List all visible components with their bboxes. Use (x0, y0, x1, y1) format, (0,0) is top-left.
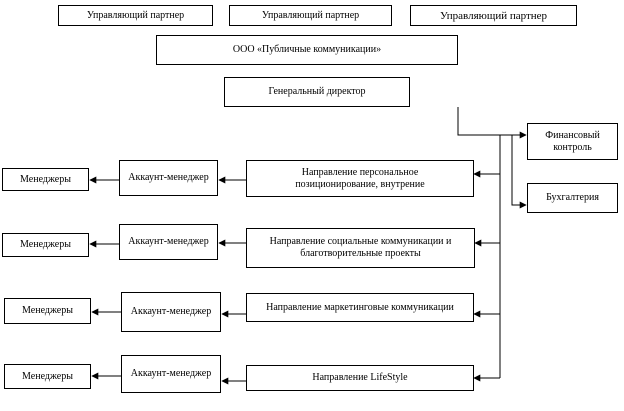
managers-2-label: Менеджеры (20, 239, 71, 250)
account-manager-1-box: Аккаунт-менеджер (119, 160, 218, 196)
account-manager-1-label: Аккаунт-менеджер (128, 172, 209, 183)
direction-marketing-label: Направление маркетинговые коммуникации (266, 301, 454, 313)
accounting-box: Бухгалтерия (527, 183, 618, 213)
company-label: ООО «Публичные коммуникации» (232, 44, 382, 55)
managers-3-label: Менеджеры (22, 305, 73, 316)
direction-social-label: Направление социальные коммуникации и бл… (269, 236, 452, 259)
link-finance-accounting (511, 135, 527, 209)
account-manager-3-box: Аккаунт-менеджер (121, 292, 221, 332)
account-manager-2-label: Аккаунт-менеджер (128, 236, 209, 247)
managing-partner-1-label: Управляющий партнер (86, 9, 185, 21)
general-director-box: Генеральный директор (224, 77, 410, 107)
direction-personal-label: Направление персональное позиционировани… (295, 166, 425, 190)
managers-1-box: Менеджеры (2, 168, 89, 191)
managers-4-label: Менеджеры (22, 370, 73, 382)
link-director-finance (457, 107, 527, 139)
managing-partner-3: Управляющий партнер (410, 5, 577, 26)
managing-partner-1: Управляющий партнер (58, 5, 213, 26)
direction-personal-box: Направление персональное позиционировани… (246, 160, 474, 197)
financial-control-box: Финансовый контроль (527, 123, 618, 160)
account-manager-4-box: Аккаунт-менеджер (121, 355, 221, 393)
financial-control-label: Финансовый контроль (545, 129, 600, 153)
general-director-label: Генеральный директор (268, 86, 366, 97)
managers-1-label: Менеджеры (20, 173, 71, 185)
account-manager-4-label: Аккаунт-менеджер (130, 368, 212, 379)
accounting-label: Бухгалтерия (546, 192, 599, 203)
direction-marketing-box: Направление маркетинговые коммуникации (246, 293, 474, 322)
managers-4-box: Менеджеры (4, 364, 91, 389)
company-box: ООО «Публичные коммуникации» (156, 35, 458, 65)
account-manager-2-box: Аккаунт-менеджер (119, 224, 218, 260)
direction-social-box: Направление социальные коммуникации и бл… (246, 228, 475, 268)
account-manager-3-label: Аккаунт-менеджер (130, 306, 212, 317)
direction-lifestyle-label: Направление LifeStyle (312, 372, 408, 383)
managers-2-box: Менеджеры (2, 233, 89, 257)
managing-partner-2: Управляющий партнер (229, 5, 392, 26)
managing-partner-2-label: Управляющий партнер (261, 9, 360, 21)
managing-partner-3-label: Управляющий партнер (439, 9, 548, 22)
managers-3-box: Менеджеры (4, 298, 91, 324)
direction-lifestyle-box: Направление LifeStyle (246, 365, 474, 391)
